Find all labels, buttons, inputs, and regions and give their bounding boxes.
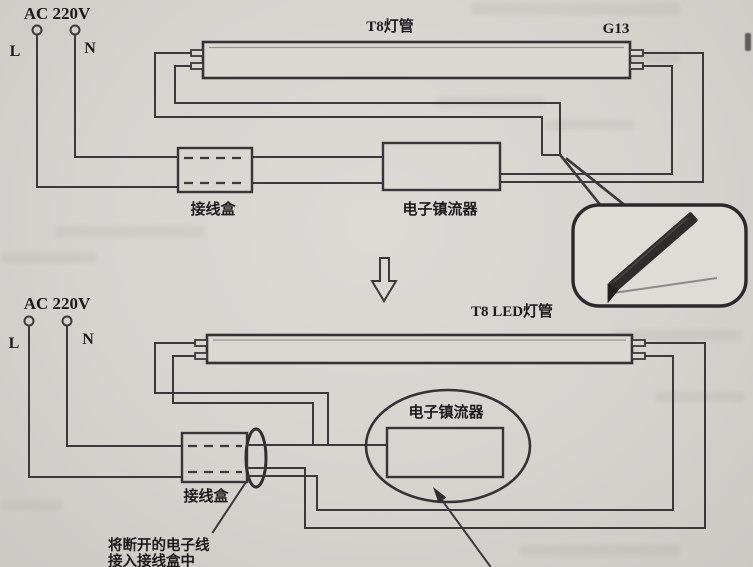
live-wire-top (36, 33, 179, 188)
led-left-loop-inner (172, 355, 314, 446)
left-pin-loop-outer (154, 52, 543, 156)
cut-wire-photo (612, 277, 718, 294)
junction-box-bottom (180, 431, 249, 484)
neutral-label-bottom: N (82, 331, 94, 348)
led-pin-right-1 (631, 339, 646, 347)
ballast-label-top: 电子镇流器 (402, 200, 478, 218)
callout-pointer-line (565, 157, 629, 209)
ballast-bottom (385, 426, 505, 479)
live-label-top: L (10, 43, 21, 60)
tube-pin-right-1 (629, 49, 644, 57)
junction-box-label-bottom: 接线盒 (183, 487, 229, 505)
top-diagram: AC 220V L N T8灯管 G13 接线盒 电子镇流器 (10, 4, 748, 308)
t8-led-tube (205, 333, 634, 365)
page-edge-mark (745, 33, 751, 51)
neutral-wire-bottom (66, 324, 183, 447)
tube-pin-left-1 (190, 49, 204, 57)
led-pin-left-2 (194, 352, 208, 360)
note-line1: 将断开的电子线 (108, 536, 210, 554)
ballast-arrow-line (434, 490, 492, 567)
callout-bubble (571, 203, 748, 308)
reconnect-highlight-circle (244, 427, 268, 489)
left-pin-loop-inner (174, 65, 561, 156)
tube-label-top: T8灯管 (366, 17, 414, 35)
right-pin-wire-outer (499, 52, 704, 183)
neutral-label-top: N (84, 40, 96, 57)
tube-pin-left-2 (190, 62, 204, 70)
down-arrow-icon (370, 257, 398, 303)
junction-box-top (176, 146, 254, 194)
led-left-loop-outer (154, 342, 329, 446)
ballast-remove-circle (364, 388, 532, 504)
led-right-loop-outer (246, 342, 706, 529)
ballast-top (381, 141, 502, 192)
callout-bubble-frame (571, 203, 748, 308)
power-label-bottom: AC 220V (24, 294, 91, 313)
terminal-n-bottom (61, 315, 73, 327)
neutral-wire-top (74, 33, 179, 158)
wire-cutter-icon (607, 212, 698, 304)
terminal-l-bottom (23, 315, 35, 327)
bottom-diagram: AC 220V L N T8 LED灯管 接线盒 电子镇流器 将断开的电子线 接… (9, 294, 706, 567)
ballast-arrow-head (433, 487, 447, 503)
live-wire-bottom (28, 324, 183, 478)
ballast-label-bottom: 电子镇流器 (408, 403, 484, 421)
terminal-l-top (31, 24, 43, 36)
junction-box-label-top: 接线盒 (190, 200, 236, 218)
note-line2: 接入接线盒中 (108, 552, 195, 567)
tube-label-bottom: T8 LED灯管 (471, 302, 553, 320)
led-pin-right-2 (631, 352, 646, 360)
socket-label: G13 (603, 21, 630, 37)
power-label-top: AC 220V (24, 4, 91, 23)
live-label-bottom: L (9, 335, 20, 352)
tube-pin-right-2 (629, 62, 644, 70)
led-right-loop-inner (246, 355, 674, 511)
note-pointer-line (211, 474, 252, 534)
callout-pointer-line (559, 154, 604, 209)
led-pin-left-1 (194, 339, 208, 347)
right-pin-wire-inner (499, 65, 673, 175)
terminal-n-top (69, 24, 81, 36)
